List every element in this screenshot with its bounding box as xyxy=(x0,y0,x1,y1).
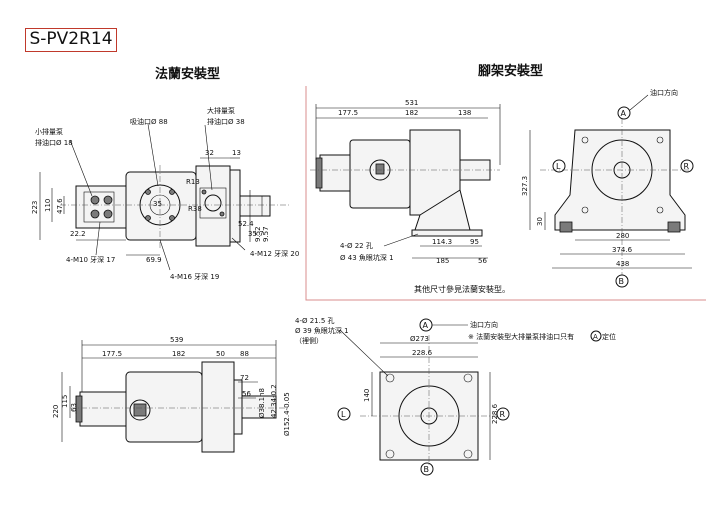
flange-marker-b: B xyxy=(424,465,430,474)
foot-dim-182: 182 xyxy=(405,109,418,117)
flange-axis-label: 油口方向 xyxy=(470,320,498,329)
flange-note-tail: 定位 xyxy=(602,332,616,341)
flange-note-marker: A xyxy=(593,333,598,341)
flange-hole-note-1: 4-Ø 21.5 孔 xyxy=(295,317,335,325)
flange-note-line: ※ 法蘭安裝型大排量泵排油口只有 xyxy=(468,332,574,341)
foot-axis-label: 油口方向 xyxy=(650,88,678,97)
bottom-dim-pilot: Ø152.4-0.05 xyxy=(283,392,291,436)
bottom-dim-50: 50 xyxy=(216,350,225,358)
dim-22-2: 22.2 xyxy=(70,230,86,238)
bottom-dim-220: 220 xyxy=(52,405,60,418)
foot-dim-95: 95 xyxy=(470,238,479,246)
dim-35-7: 35.7 xyxy=(248,230,264,238)
large-outlet-label-2: 排油口Ø 38 xyxy=(207,117,245,126)
model-label-box: S-PV2R14 xyxy=(25,28,117,52)
bottom-flange-view: Ø273 228.6 228.6 140 4-Ø 21.5 孔 Ø 39 魚眼坑… xyxy=(295,317,616,476)
bottom-shaft xyxy=(241,395,277,419)
dim-52-4: 52.4 xyxy=(238,220,254,228)
foot-dim-177-5: 177.5 xyxy=(338,109,358,117)
dim-9-52: 9.52 xyxy=(254,226,262,242)
foot-hole-note-1: 4-Ø 22 孔 xyxy=(340,242,373,250)
dim-32: 32 xyxy=(205,149,214,157)
foot-marker-a: A xyxy=(621,109,627,118)
bottom-dim-115: 115 xyxy=(61,395,69,408)
dim-r38: R38 xyxy=(188,205,202,213)
flange-view-title: 法蘭安裝型 xyxy=(155,66,220,82)
small-outlet-label-1: 小排量泵 xyxy=(35,127,63,136)
dim-110: 110 xyxy=(44,199,52,212)
flange-hole-note-2: Ø 39 魚眼坑深 1 xyxy=(295,326,349,335)
foot-base xyxy=(411,229,483,237)
m12-label: 4-M12 牙深 20 xyxy=(250,249,299,258)
bottom-dim-56: 56 xyxy=(242,390,251,398)
flange-hole-note-3: （裡側） xyxy=(295,336,323,345)
bottom-dim-key: 42.34-0.2 xyxy=(270,384,278,418)
foot-dim-327-3: 327.3 xyxy=(521,176,529,196)
large-outlet-label-1: 大排量泵 xyxy=(207,106,235,115)
bottom-dim-182: 182 xyxy=(172,350,185,358)
foot-dim-374-6: 374.6 xyxy=(612,246,633,254)
small-pump-head xyxy=(75,185,127,229)
foot-dim-114-3: 114.3 xyxy=(432,238,452,246)
bottom-dim-72: 72 xyxy=(240,374,249,382)
dim-13: 13 xyxy=(232,149,241,157)
dim-69-9: 69.9 xyxy=(146,256,162,264)
foot-small-pump-head xyxy=(319,154,351,192)
m10-label: 4-M10 牙深 17 xyxy=(66,255,115,264)
dim-35: 35 xyxy=(153,200,162,208)
foot-dim-30: 30 xyxy=(536,217,544,226)
dim-47-6: 47.6 xyxy=(56,198,64,214)
bottom-side-view: 539 177.5 182 50 88 72 56 Ø38.1h8 42.34-… xyxy=(52,336,291,453)
flange-marker-a: A xyxy=(423,321,429,330)
foot-dim-56: 56 xyxy=(478,257,487,265)
flange-dim-140: 140 xyxy=(363,389,371,402)
foot-end-bracket xyxy=(554,129,686,231)
m16-label: 4-M16 牙深 19 xyxy=(170,272,219,281)
foot-hole-note-2: Ø 43 魚眼坑深 1 xyxy=(340,253,394,262)
foot-marker-r: R xyxy=(684,162,690,171)
foot-marker-l: L xyxy=(556,162,561,171)
bottom-dim-shaft: Ø38.1h8 xyxy=(258,388,266,418)
bottom-dim-63: 63 xyxy=(70,403,78,412)
flange-dim-228-6-v: 228.6 xyxy=(491,403,499,424)
flange-dim-273: Ø273 xyxy=(410,335,429,343)
foot-view-frame xyxy=(305,86,706,301)
foot-mount-view: 腳架安裝型 531 177.5 182 138 xyxy=(310,63,694,294)
flange-marker-l: L xyxy=(341,410,346,419)
foot-dim-531: 531 xyxy=(405,99,418,107)
suction-port-label: 吸油口Ø 88 xyxy=(130,117,168,126)
foot-note: 其他尺寸參見法蘭安裝型。 xyxy=(414,284,510,294)
foot-dim-138: 138 xyxy=(458,109,471,117)
large-pump-outlet xyxy=(199,187,227,219)
bottom-small-pump-head xyxy=(79,391,127,427)
dim-9-57: 9.57 xyxy=(262,226,270,242)
flange-marker-r: R xyxy=(500,410,506,419)
bottom-dim-539: 539 xyxy=(170,336,183,344)
bottom-pump-body-front xyxy=(201,361,235,453)
flange-mount-view: 法蘭安裝型 xyxy=(31,66,299,281)
foot-marker-b: B xyxy=(619,277,625,286)
flange-dim-228-6-h: 228.6 xyxy=(412,349,433,357)
foot-dim-185: 185 xyxy=(436,257,449,265)
dim-223: 223 xyxy=(31,201,39,214)
mounting-flange xyxy=(229,169,241,243)
small-outlet-label-2: 排油口Ø 18 xyxy=(35,138,73,147)
foot-dim-438: 438 xyxy=(616,260,629,268)
pump-body-front xyxy=(195,165,231,247)
shaft xyxy=(239,195,271,217)
dim-r13: R13 xyxy=(186,178,200,186)
foot-view-title: 腳架安裝型 xyxy=(478,63,543,79)
bottom-dim-177-5: 177.5 xyxy=(102,350,122,358)
foot-dim-280: 280 xyxy=(616,232,629,240)
bottom-dim-88: 88 xyxy=(240,350,249,358)
model-label: S-PV2R14 xyxy=(29,29,113,49)
bottom-flange xyxy=(233,379,243,435)
